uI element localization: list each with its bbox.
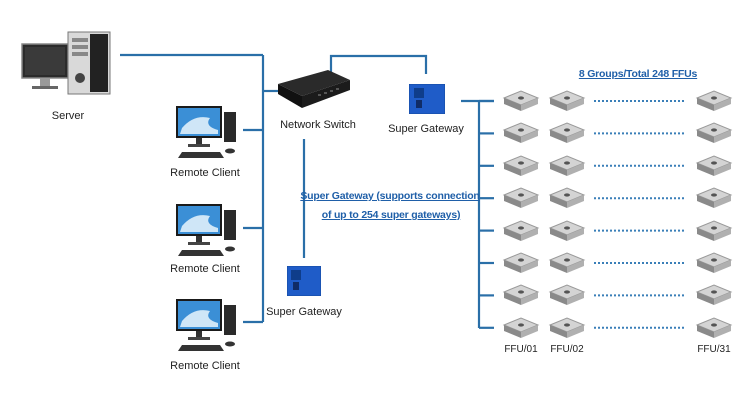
ffu-unit-icon[interactable] [694, 121, 734, 150]
ffu-unit-icon[interactable] [547, 154, 587, 183]
gateway-note-line-2: of up to 254 super gateways) [321, 209, 461, 221]
desktop-computer-icon [176, 299, 236, 351]
ffu-unit-icon[interactable] [501, 154, 541, 183]
ffu-unit-icon[interactable] [547, 316, 587, 345]
ffu-unit-icon[interactable] [501, 89, 541, 118]
network-switch-icon [278, 70, 350, 108]
super-gateway-bottom-label: Super Gateway [266, 306, 342, 318]
ffu-unit-icon[interactable] [694, 154, 734, 183]
gateway-note-line-1: Super Gateway (supports connection [300, 190, 480, 202]
ffu-unit-icon[interactable] [547, 121, 587, 150]
ffu-unit-icon[interactable] [547, 251, 587, 280]
ffu-unit-icon[interactable] [501, 121, 541, 150]
gateway-box-icon [408, 83, 446, 115]
ffu-unit-icon[interactable] [501, 186, 541, 215]
remote-client-1[interactable] [174, 104, 242, 167]
ffu-unit-icon[interactable] [694, 251, 734, 280]
remote-client-3[interactable] [174, 297, 242, 360]
remote-client-2[interactable] [174, 202, 242, 265]
super-gateway-top-label: Super Gateway [388, 123, 464, 135]
server-label: Server [51, 110, 85, 122]
gateway-box-icon [286, 265, 322, 297]
ffu-unit-icon[interactable] [547, 89, 587, 118]
ffu-column-label-3: FFU/31 [697, 344, 731, 355]
ffu-summary-label: 8 Groups/Total 248 FFUs [578, 68, 698, 80]
ffu-unit-icon[interactable] [547, 186, 587, 215]
remote-client-label-2: Remote Client [170, 263, 240, 275]
ffu-unit-icon[interactable] [501, 316, 541, 345]
ffu-unit-icon[interactable] [501, 219, 541, 248]
ffu-unit-icon[interactable] [501, 283, 541, 312]
ffu-unit-icon[interactable] [694, 186, 734, 215]
desktop-computer-icon [176, 106, 236, 158]
ffu-unit-icon[interactable] [547, 283, 587, 312]
ffu-column-label-1: FFU/01 [504, 344, 538, 355]
network-switch-label: Network Switch [280, 119, 356, 131]
server-node[interactable] [18, 28, 118, 103]
desktop-tower-icon [21, 31, 111, 95]
ffu-column-label-2: FFU/02 [550, 344, 584, 355]
wire-switch-gateway-top [329, 54, 428, 75]
desktop-computer-icon [176, 204, 236, 256]
ffu-unit-icon[interactable] [547, 219, 587, 248]
super-gateway-bottom[interactable] [286, 265, 322, 301]
ffu-unit-icon[interactable] [694, 316, 734, 345]
remote-client-label-3: Remote Client [170, 360, 240, 372]
ffu-unit-icon[interactable] [694, 89, 734, 118]
ffu-unit-icon[interactable] [501, 251, 541, 280]
super-gateway-top[interactable] [408, 83, 446, 119]
ffu-unit-icon[interactable] [694, 219, 734, 248]
network-switch-node[interactable] [276, 68, 352, 117]
ffu-unit-icon[interactable] [694, 283, 734, 312]
remote-client-label-1: Remote Client [170, 167, 240, 179]
